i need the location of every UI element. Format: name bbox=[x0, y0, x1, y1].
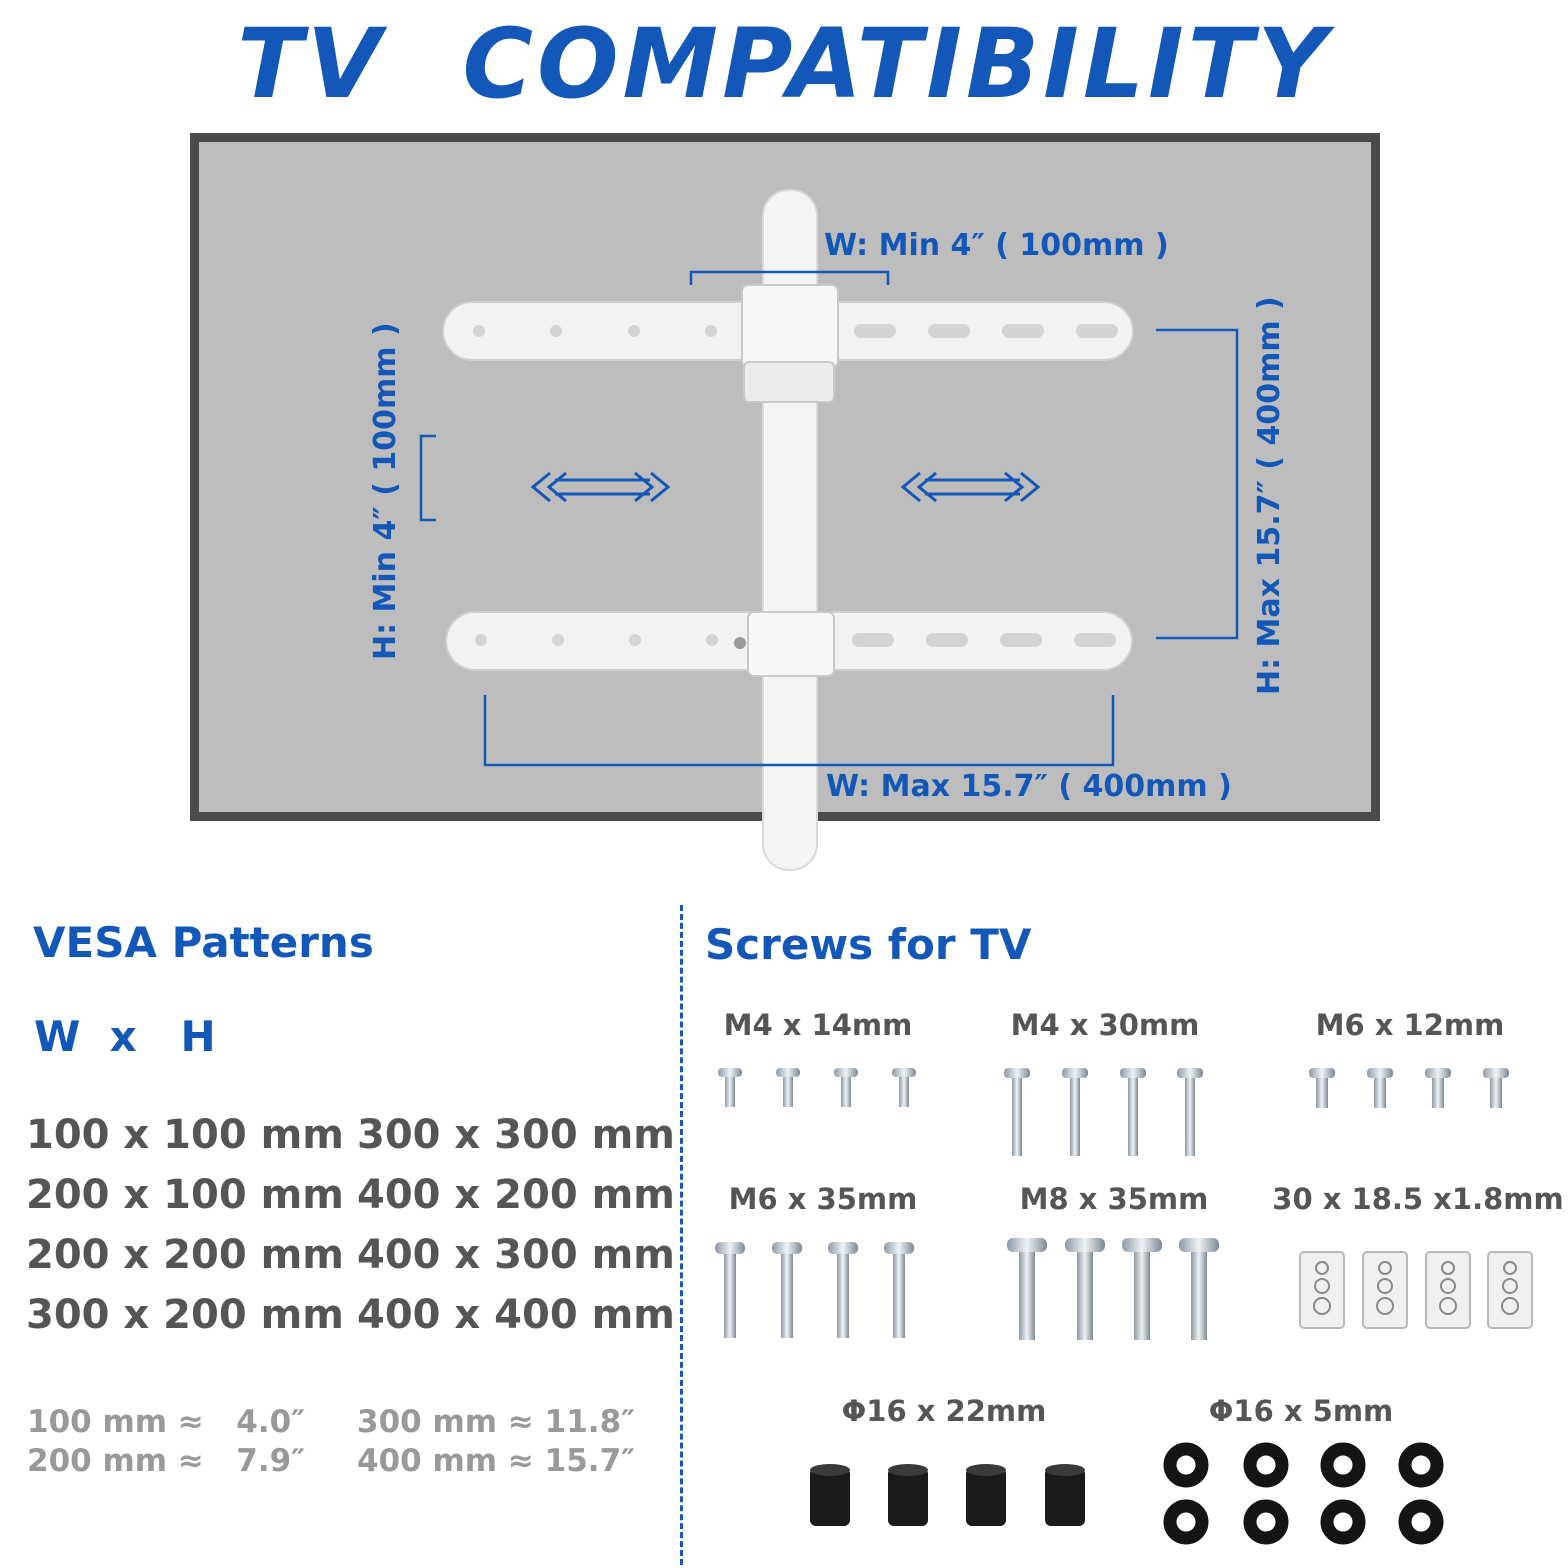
short-screw-icon bbox=[1309, 1068, 1509, 1108]
adjust-arrow-right-icon bbox=[900, 471, 1041, 503]
mount-illustration bbox=[419, 189, 1239, 871]
screw-label: M4 x 30mm bbox=[1010, 1008, 1200, 1042]
conversion: 200 mm ≈ 7.9″ bbox=[27, 1443, 306, 1479]
adjust-arrow-left-icon bbox=[530, 471, 671, 503]
h-max-line bbox=[1156, 328, 1239, 640]
w-max-line bbox=[483, 695, 1115, 767]
screw-label: M4 x 14mm bbox=[723, 1008, 913, 1042]
height-min-label: H: Min 4″ ( 100mm ) bbox=[368, 322, 403, 660]
vesa-pattern: 400 x 200 mm bbox=[357, 1172, 675, 1218]
conversion: 300 mm ≈ 11.8″ bbox=[357, 1404, 636, 1440]
screws-title: Screws for TV bbox=[705, 920, 1032, 969]
page-title: TV COMPATIBILITY bbox=[237, 8, 1331, 120]
long-screw-icon bbox=[715, 1242, 914, 1338]
vesa-pattern: 400 x 300 mm bbox=[357, 1232, 675, 1278]
width-min-label: W: Min 4″ ( 100mm ) bbox=[824, 228, 1169, 263]
vesa-title: VESA Patterns bbox=[33, 918, 374, 967]
long-screw-icon bbox=[1004, 1068, 1203, 1156]
spacer-icon bbox=[810, 1464, 1085, 1526]
short-screw-icon bbox=[718, 1068, 916, 1107]
screw-label: M6 x 35mm bbox=[728, 1182, 918, 1216]
conversion: 400 mm ≈ 15.7″ bbox=[357, 1443, 636, 1479]
section-divider bbox=[680, 905, 683, 1565]
screw-label: 30 x 18.5 x1.8mm bbox=[1272, 1182, 1564, 1216]
conversion: 100 mm ≈ 4.0″ bbox=[27, 1404, 306, 1440]
screw-label: M8 x 35mm bbox=[1019, 1182, 1209, 1216]
h-min-line bbox=[419, 434, 436, 522]
width-max-label: W: Max 15.7″ ( 400mm ) bbox=[826, 769, 1232, 804]
bottom-clamp bbox=[747, 611, 835, 677]
height-max-label: H: Max 15.7″ ( 400mm ) bbox=[1252, 296, 1287, 695]
vesa-pattern: 300 x 200 mm bbox=[26, 1292, 344, 1338]
vesa-pattern: 200 x 100 mm bbox=[26, 1172, 344, 1218]
long-screw-icon bbox=[1007, 1238, 1219, 1340]
vesa-pattern: 200 x 200 mm bbox=[26, 1232, 344, 1278]
vesa-pattern: 400 x 400 mm bbox=[357, 1292, 675, 1338]
screw-label: Φ16 x 22mm bbox=[841, 1394, 1047, 1428]
top-clamp bbox=[741, 284, 839, 368]
screw-label: M6 x 12mm bbox=[1315, 1008, 1505, 1042]
w-min-line bbox=[689, 270, 890, 285]
screw-label: Φ16 x 5mm bbox=[1208, 1394, 1394, 1428]
washer-plate-icon bbox=[1299, 1251, 1533, 1329]
hardware-illustrations bbox=[715, 1068, 1533, 1545]
washer-icon bbox=[1163, 1442, 1444, 1545]
vesa-pattern: 100 x 100 mm bbox=[26, 1112, 344, 1158]
vesa-header: W x H bbox=[34, 1012, 216, 1061]
vesa-pattern: 300 x 300 mm bbox=[357, 1112, 675, 1158]
